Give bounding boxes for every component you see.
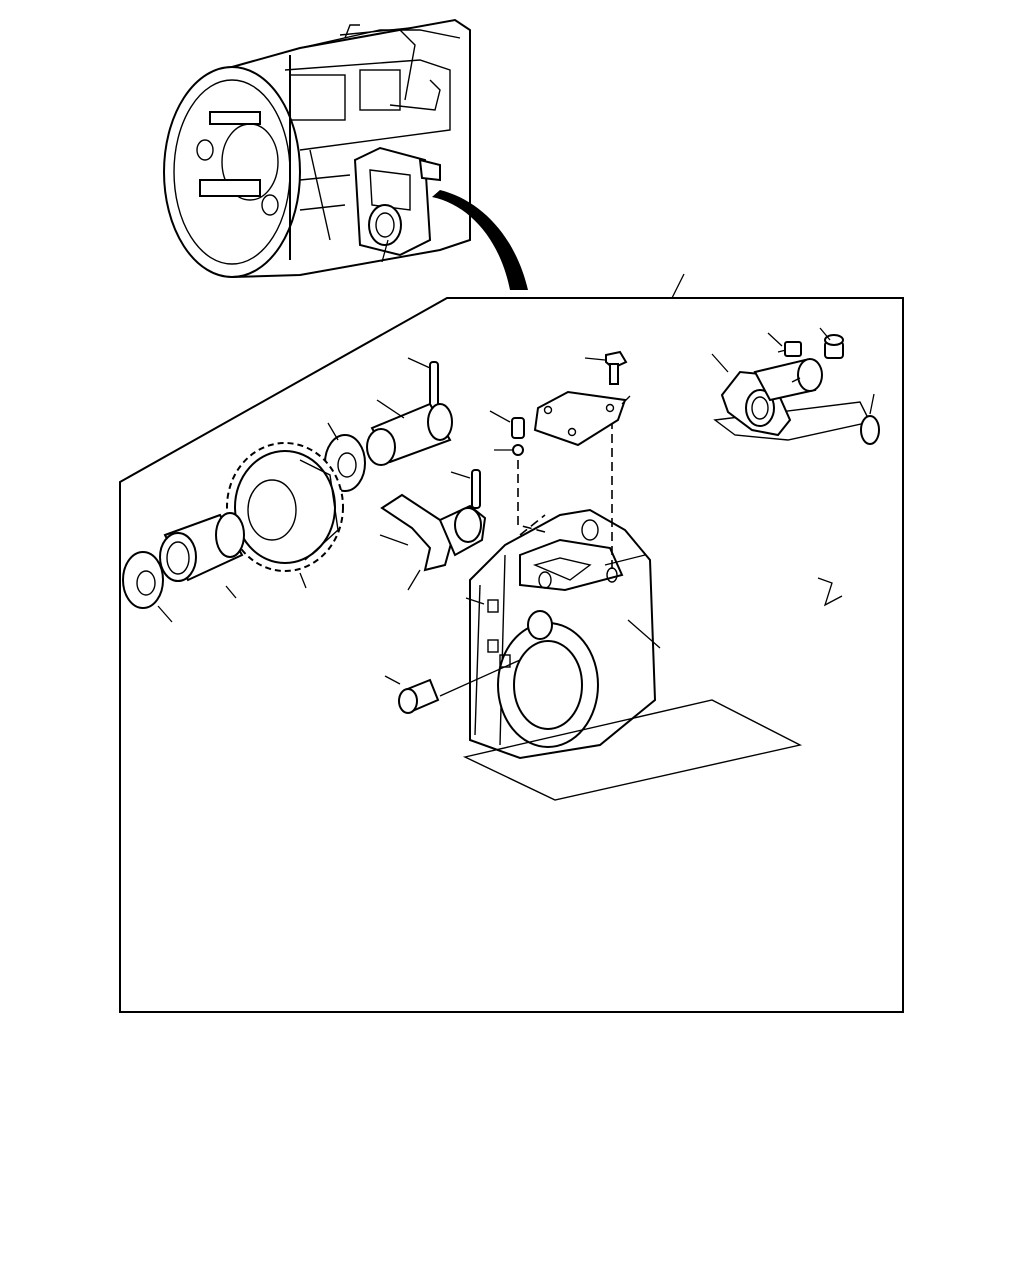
cap-part-40 [860, 415, 880, 445]
detail-arrow [432, 190, 528, 290]
assembly-boundary-frame [119, 297, 904, 1013]
pin-part-19 [471, 469, 481, 509]
bolt-part-44 [777, 341, 802, 357]
dowel-part-67 [511, 417, 525, 439]
bushing-part-11 [159, 512, 245, 582]
transmission-assembly-illustration [163, 18, 471, 278]
cover-plate-part-4 [533, 390, 627, 447]
dashed-alignment-frame [462, 699, 803, 801]
ball-part-66 [512, 444, 524, 456]
gear-part-13 [226, 442, 344, 572]
bolt-part-45 [824, 334, 844, 359]
pin-part-15 [429, 361, 439, 411]
shift-fork-part-18 [380, 493, 487, 572]
shaft-part-12 [366, 402, 453, 466]
bracket-part-42 [720, 358, 823, 437]
pin-part-21 [398, 678, 440, 714]
washer-part-50-lower [122, 551, 164, 609]
dashed-alignment-frame [713, 401, 872, 441]
bolt-part-17 [605, 350, 628, 385]
main-housing-part-2 [469, 508, 657, 760]
